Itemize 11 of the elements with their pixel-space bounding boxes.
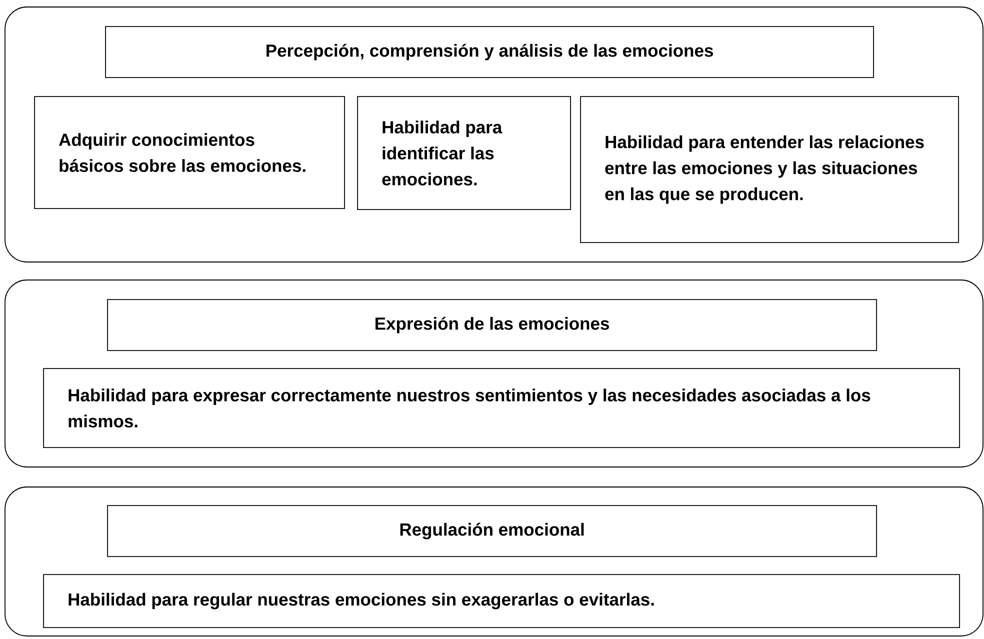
heading-box: Regulación emocional — [107, 505, 877, 557]
text-box: Habilidad para identificar las emociones. — [357, 96, 571, 210]
text-box: Adquirir conocimientos básicos sobre las emociones. — [34, 96, 345, 209]
panel — [4, 486, 984, 636]
text-box: Habilidad para expresar correctamente nuestros sentimientos y las necesidades asociadas a los mismos. — [43, 368, 960, 448]
panel — [4, 280, 984, 468]
text-box: Habilidad para entender las relaciones entre las emociones y las situaciones en las que se producen. — [580, 96, 959, 243]
heading-box: Expresión de las emociones — [107, 299, 877, 351]
panel — [4, 6, 984, 262]
heading-box: Percepción, comprensión y análisis de las emociones — [105, 26, 874, 78]
text-box: Habilidad para regular nuestras emociones sin exagerarlas o evitarlas. — [43, 574, 960, 628]
